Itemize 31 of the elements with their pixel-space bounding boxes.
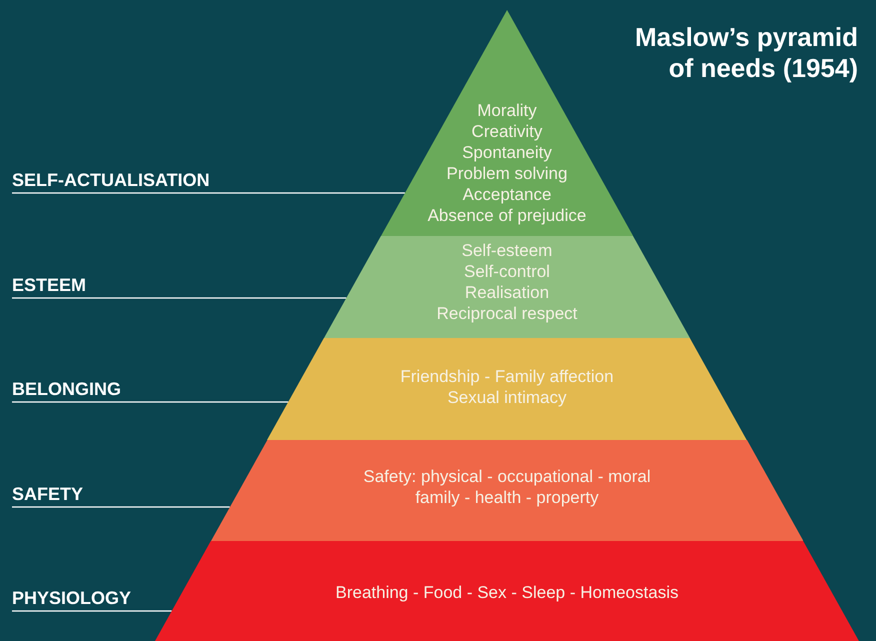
need-text: Sexual intimacy (447, 387, 567, 408)
pyramid-level (380, 10, 634, 236)
pyramid-level (324, 236, 690, 338)
need-text: Morality (477, 100, 537, 121)
pyramid-level (155, 541, 859, 641)
need-text: Creativity (472, 121, 542, 142)
leader-line (12, 297, 346, 299)
need-text: Breathing - Food - Sex - Sleep - Homeostasis (335, 582, 678, 603)
need-text: Realisation (464, 282, 550, 303)
level-label: BELONGING (12, 378, 122, 400)
pyramid-level (210, 440, 804, 541)
leader-line (12, 506, 230, 508)
need-text: Reciprocal respect (436, 303, 578, 324)
diagram-title: Maslow’s pyramid of needs (1954) (634, 22, 858, 84)
leader-line (12, 192, 405, 194)
level-label: PHYSIOLOGY (12, 587, 132, 609)
level-label: SELF-ACTUALISATION (12, 169, 210, 191)
need-text: Acceptance (462, 184, 552, 205)
need-text: Problem solving (446, 163, 568, 184)
need-text: Spontaneity (462, 142, 552, 163)
need-text: Safety: physical - occupational - moral (363, 466, 651, 487)
need-text: Absence of prejudice (428, 205, 586, 226)
pyramid-level (267, 338, 747, 440)
need-text: family - health - property (415, 487, 599, 508)
leader-line (12, 401, 288, 403)
need-text: Self-esteem (462, 240, 552, 261)
level-label: ESTEEM (12, 274, 86, 296)
leader-line (12, 610, 172, 612)
level-label: SAFETY (12, 483, 84, 505)
need-text: Self-control (464, 261, 550, 282)
need-text: Friendship - Family affection (400, 366, 614, 387)
